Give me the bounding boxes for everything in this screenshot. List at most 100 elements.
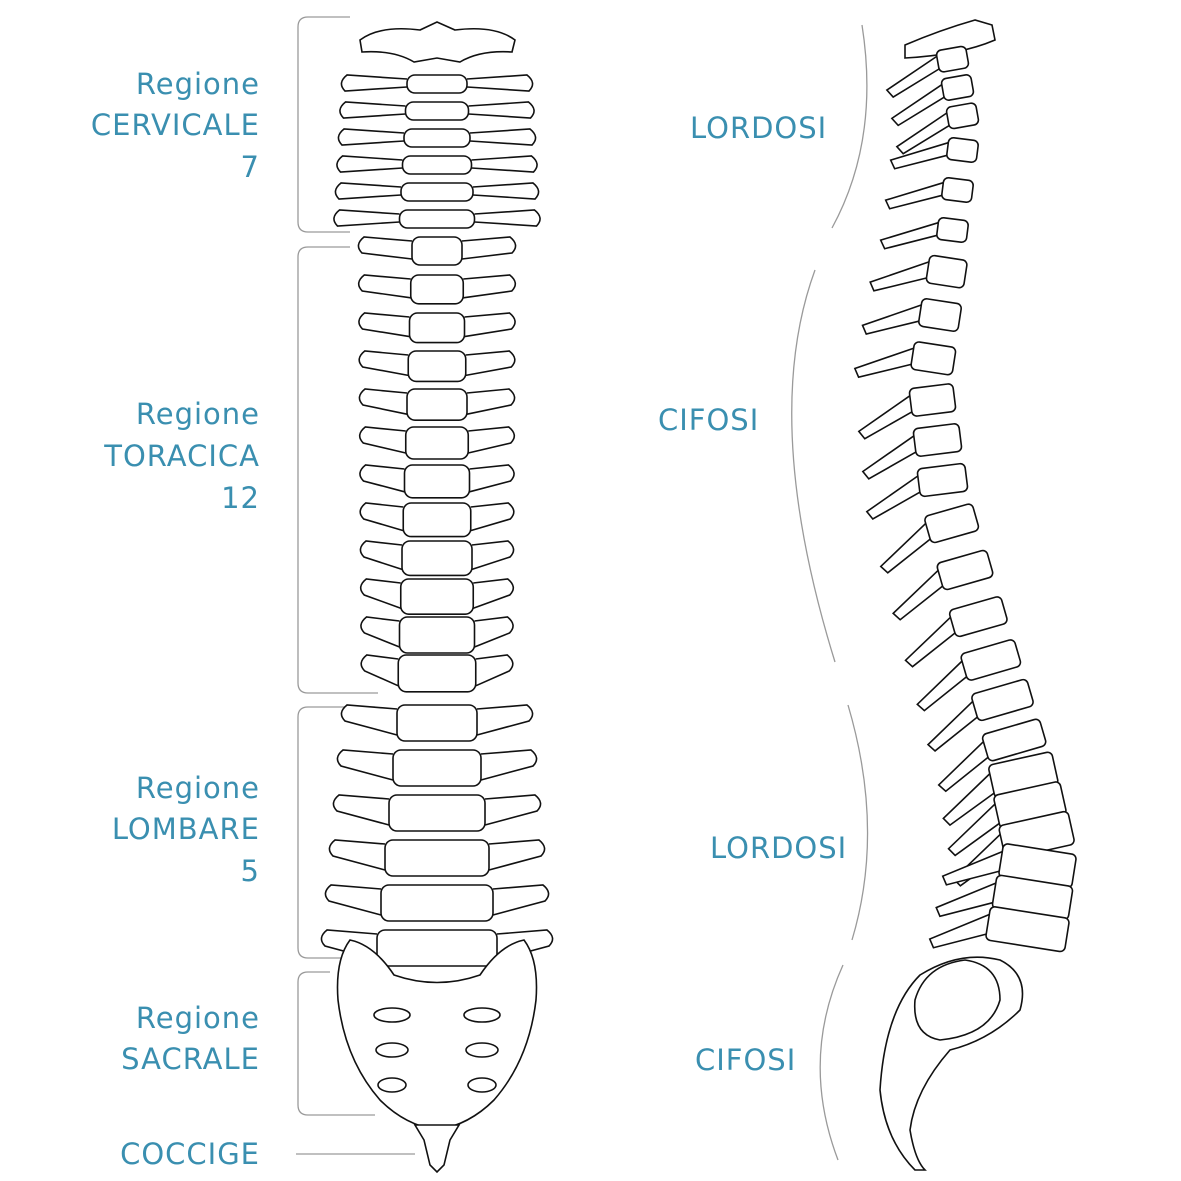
sacral-foramen	[465, 1042, 499, 1058]
spinous-process	[941, 850, 1003, 886]
label-cervical-name: CERVICALE	[90, 108, 260, 142]
coccyx	[413, 1124, 461, 1174]
transverse-process-left	[358, 350, 409, 377]
vertebral-body	[380, 884, 494, 922]
label-thoracic-count: 12	[221, 481, 260, 515]
transverse-process-left	[360, 654, 399, 687]
vertebral-body-side	[910, 341, 957, 376]
spinous-process	[857, 395, 913, 440]
label-sacral-name: SACRALE	[121, 1042, 260, 1076]
spinous-process	[889, 141, 949, 170]
transverse-process-right	[475, 654, 514, 687]
spinous-process	[928, 913, 990, 949]
atlas-vertebra	[359, 21, 516, 63]
label-cervical-title: Regione	[135, 67, 260, 101]
transverse-process-right	[472, 182, 540, 200]
transverse-process-right	[492, 884, 550, 916]
vertebral-body	[406, 74, 468, 94]
vertebra	[359, 464, 515, 499]
label-thoracic-title: Regione	[135, 397, 260, 431]
vertebral-body-side	[941, 177, 974, 203]
vertebral-body	[404, 101, 470, 121]
label-sacral-title: Regione	[135, 1001, 260, 1035]
vertebra-side	[937, 718, 1047, 793]
vertebral-body-side	[940, 74, 975, 101]
vertebra	[360, 654, 514, 693]
transverse-process-right	[461, 236, 517, 260]
vertebra	[357, 274, 517, 305]
vertebral-body-side	[948, 596, 1008, 638]
vertebra	[359, 578, 515, 616]
vertebral-body-side	[946, 137, 979, 163]
spinous-process	[865, 475, 921, 520]
vertebral-body-side	[936, 549, 994, 591]
vertebral-body-side	[971, 678, 1034, 722]
vertebra-side	[941, 843, 1077, 889]
vertebral-body	[397, 654, 477, 693]
spinous-process	[884, 181, 944, 210]
vertebra-side	[889, 137, 979, 170]
label-cervical-count: 7	[240, 150, 260, 184]
vertebra-side	[916, 639, 1022, 712]
vertebra	[334, 182, 540, 202]
vertebra-side	[928, 906, 1070, 953]
vertebral-body	[384, 839, 490, 877]
transverse-process-right	[470, 502, 515, 532]
sacral-foramen	[375, 1042, 409, 1058]
front-view-spine	[320, 21, 554, 1174]
vertebral-body-side	[925, 254, 968, 289]
spinous-process	[879, 221, 939, 250]
transverse-process-left	[334, 182, 402, 200]
vertebral-body	[402, 502, 472, 538]
vertebra	[336, 155, 538, 175]
spinous-process	[861, 304, 922, 335]
vertebra-side	[879, 503, 980, 574]
transverse-process-left	[359, 578, 402, 609]
spinous-process	[926, 700, 978, 752]
label-lumbar-title: Regione	[135, 771, 260, 805]
transverse-process-right	[466, 74, 534, 92]
label-lordosis-cervical: LORDOSI	[690, 111, 828, 145]
sacral-foramen	[463, 1007, 501, 1023]
vertebra	[340, 74, 534, 94]
transverse-process-right	[474, 209, 541, 227]
vertebral-body-side	[912, 423, 963, 457]
label-lordosis-lumbar: LORDOSI	[710, 831, 848, 865]
spinous-process	[904, 616, 956, 668]
sacral-foramen	[373, 1007, 411, 1023]
spinous-process	[853, 347, 914, 379]
vertebral-body	[403, 464, 471, 499]
vertebral-body	[401, 155, 473, 175]
curve-lordosis-cervical	[831, 24, 868, 229]
vertebra	[359, 540, 515, 577]
atlas-side	[904, 19, 996, 59]
spinous-process	[895, 112, 950, 155]
transverse-process-right	[468, 426, 516, 454]
transverse-process-left	[333, 209, 400, 227]
vertebral-body	[392, 749, 482, 787]
label-kyphosis-sacral: CIFOSI	[695, 1043, 797, 1077]
transverse-process-left	[358, 388, 408, 415]
transverse-process-left	[336, 749, 394, 781]
transverse-process-right	[476, 704, 534, 736]
vertebral-body-side	[945, 102, 980, 130]
spinous-process	[891, 569, 944, 621]
label-kyphosis-thoracic: CIFOSI	[658, 403, 760, 437]
vertebra-side	[879, 217, 969, 250]
curve-kyphosis-thoracic	[791, 269, 836, 663]
curvature-lines	[791, 24, 869, 1161]
label-lumbar-count: 5	[240, 854, 260, 888]
transverse-process-left	[359, 502, 404, 532]
spinous-process	[935, 882, 997, 918]
transverse-process-left	[360, 616, 400, 648]
region-brackets	[296, 16, 415, 1155]
vertebral-body-side	[936, 217, 969, 243]
label-lumbar-name: LOMBARE	[111, 812, 260, 846]
vertebral-body	[396, 704, 478, 742]
vertebra	[337, 128, 537, 148]
vertebra	[358, 350, 516, 383]
transverse-process-right	[464, 312, 516, 338]
vertebra	[328, 839, 546, 877]
transverse-process-right	[465, 350, 516, 377]
